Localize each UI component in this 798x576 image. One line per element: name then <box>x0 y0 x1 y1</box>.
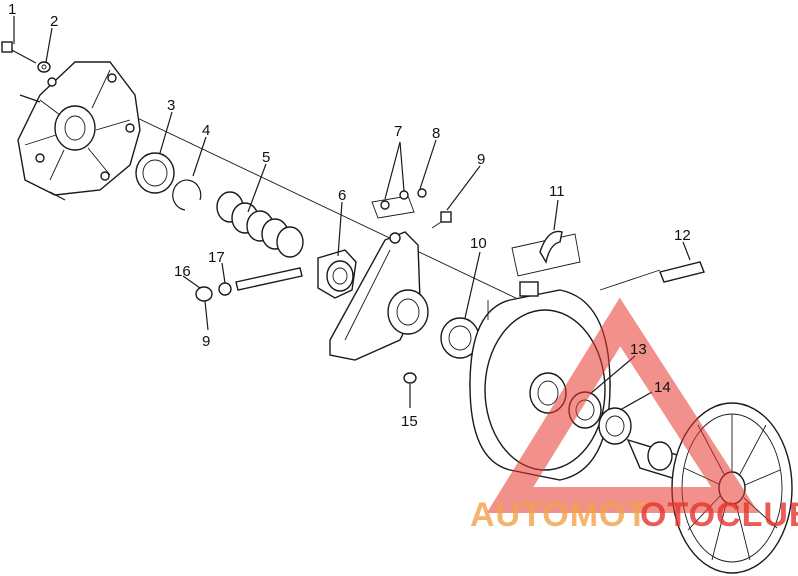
part-5-spring <box>216 191 304 258</box>
part-8-nut <box>399 188 427 200</box>
callout-labels: 1 2 3 4 5 6 7 8 9 10 11 12 13 14 15 16 1… <box>8 1 691 430</box>
part-9-stud <box>431 211 452 229</box>
callout-12: 12 <box>674 227 691 244</box>
callout-6: 6 <box>338 187 346 204</box>
callout-1: 1 <box>8 1 16 18</box>
part-10-washer <box>440 317 480 359</box>
part-11-clip <box>511 230 581 277</box>
part-7-nut <box>371 195 415 219</box>
callout-9-top: 9 <box>477 151 485 168</box>
assembly-axis-line <box>109 104 521 301</box>
callout-11: 11 <box>549 183 565 200</box>
callout-14: 14 <box>654 379 671 396</box>
watermark-logo <box>486 297 759 513</box>
part-16-roller <box>195 282 232 302</box>
callout-17: 17 <box>208 249 225 266</box>
watermark-text-a: AUTOMOT <box>470 496 648 534</box>
callout-13: 13 <box>630 341 647 358</box>
part-cover-plate <box>17 61 141 201</box>
part-sheave <box>469 281 611 481</box>
callout-2: 2 <box>50 13 58 30</box>
callout-8: 8 <box>432 125 440 142</box>
callout-15: 15 <box>401 413 418 430</box>
watermark-text: AUTOMOT OTOCLUB <box>470 496 798 534</box>
watermark-triangle <box>486 297 759 513</box>
watermark-text-b: OTOCLUB <box>640 496 798 534</box>
callout-16: 16 <box>174 263 191 280</box>
callout-10: 10 <box>470 235 487 252</box>
part-17-pin <box>235 267 303 291</box>
part-1-bolt <box>1 41 37 64</box>
part-14-ring <box>598 407 632 445</box>
part-2-washer <box>37 61 51 73</box>
part-12-pin <box>659 261 705 283</box>
leader-lines <box>13 16 691 411</box>
callout-7: 7 <box>394 123 402 140</box>
part-3-ring <box>135 152 175 194</box>
callout-3: 3 <box>167 97 175 114</box>
callout-5: 5 <box>262 149 270 166</box>
callout-9-bottom: 9 <box>202 333 210 350</box>
part-arm-assembly <box>329 231 429 361</box>
callout-4: 4 <box>202 122 210 139</box>
pin-axis-line <box>599 269 661 291</box>
part-15-nut <box>403 372 417 384</box>
part-6-bushing <box>317 249 357 299</box>
part-4-snap-ring <box>172 179 202 211</box>
